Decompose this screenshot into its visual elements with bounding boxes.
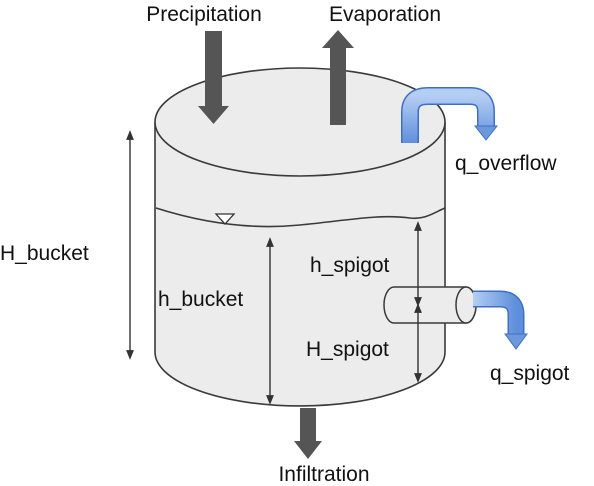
precipitation-arrow (198, 31, 229, 124)
q-spigot-label: q_spigot (490, 362, 570, 385)
bucket-body (154, 122, 446, 407)
q-overflow-label: q_overflow (455, 152, 557, 175)
bucket-cylinder (154, 67, 446, 407)
evaporation-arrow (322, 30, 354, 125)
h-spigot-label: h_spigot (310, 254, 390, 277)
evaporation-label: Evaporation (329, 3, 441, 26)
bucket-top-ellipse (154, 67, 446, 177)
water-surface-line (155, 207, 446, 228)
H-spigot-label: H_spigot (306, 338, 389, 361)
infiltration-arrow (294, 408, 322, 459)
precipitation-label: Precipitation (146, 3, 262, 26)
water-level-triangle-icon (214, 213, 236, 225)
overflow-pipe (401, 87, 499, 143)
H-bucket-label: H_bucket (0, 242, 89, 265)
spigot-pipe (383, 286, 528, 350)
infiltration-label: Infiltration (278, 463, 369, 486)
h-bucket-label: h_bucket (158, 288, 243, 311)
